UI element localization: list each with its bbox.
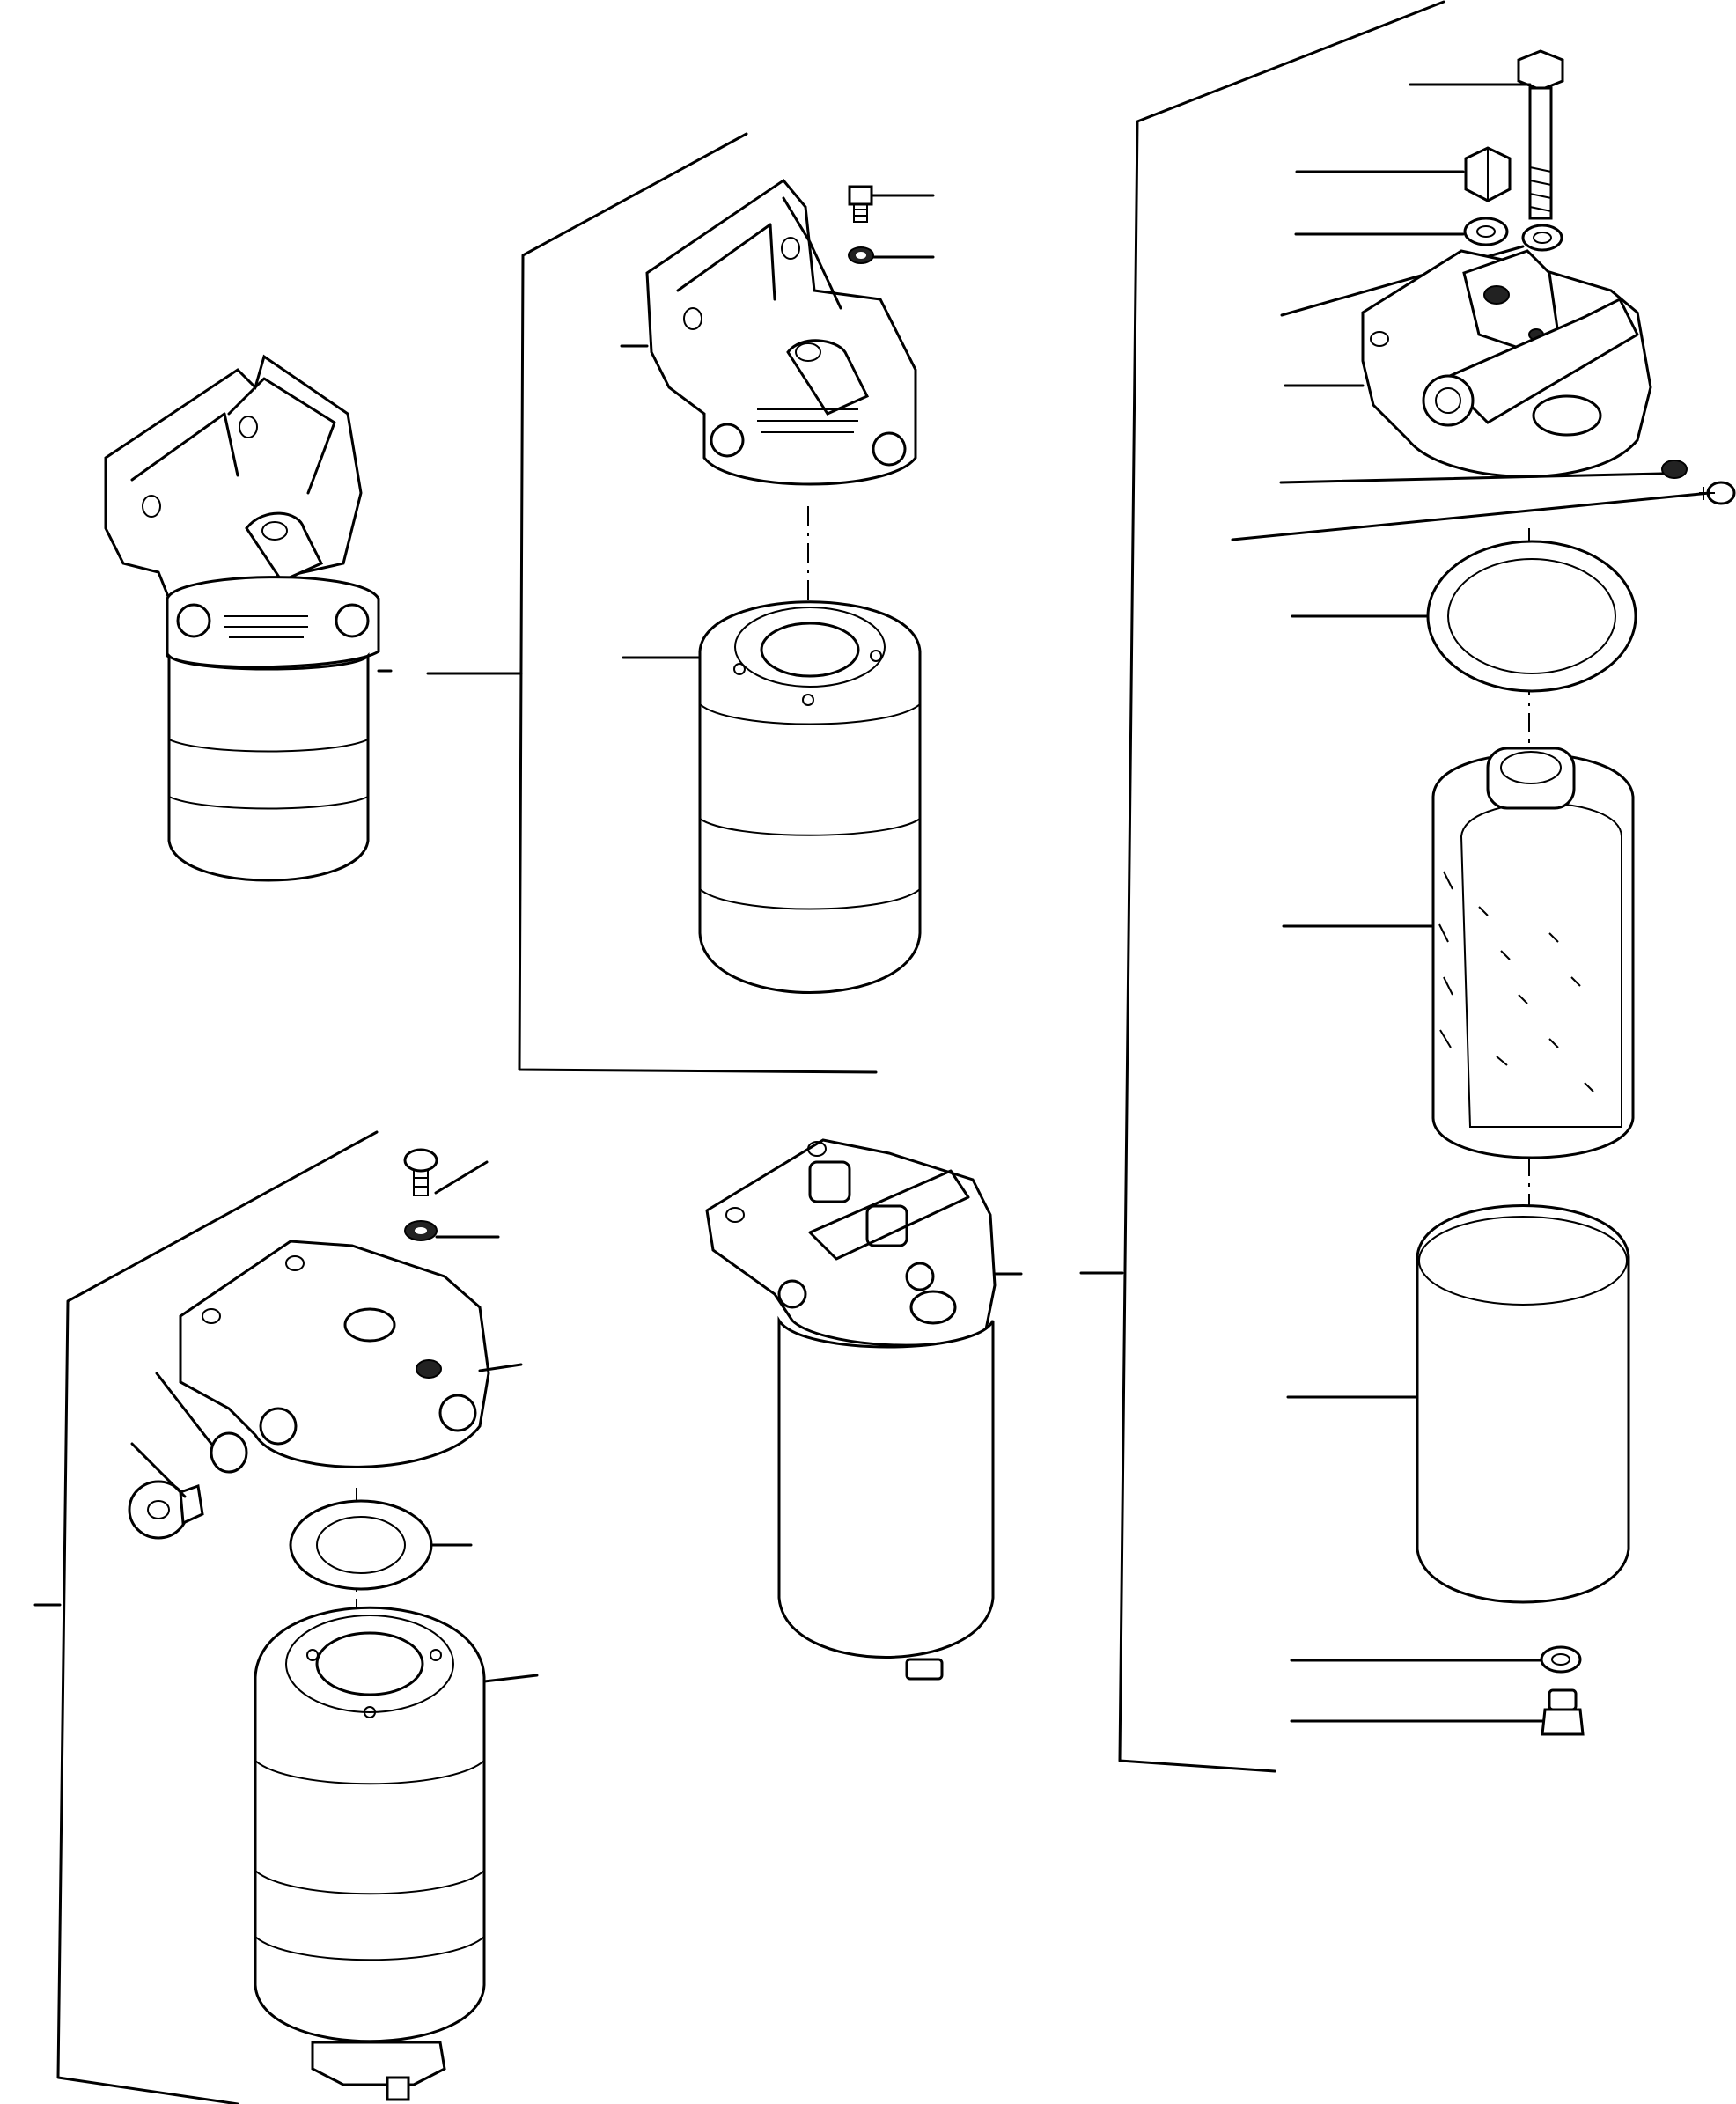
filter-canister	[698, 600, 922, 994]
assembly-right	[1231, 49, 1736, 1736]
washer	[1521, 224, 1563, 252]
bracket-bottom-left	[56, 1130, 379, 2104]
filter-bowl	[1416, 1204, 1630, 1604]
bracket-top-middle	[518, 132, 878, 1074]
hex-nut	[1464, 146, 1512, 202]
drain-plug	[1541, 1688, 1585, 1736]
washer	[1661, 460, 1688, 479]
filter-canister	[777, 1315, 995, 1659]
washer	[1463, 217, 1509, 246]
seal-ring	[289, 1499, 433, 1591]
filter-head	[179, 1240, 490, 1468]
bracket-right	[1118, 0, 1445, 1773]
filter-head	[645, 178, 917, 486]
filter-canister	[254, 1606, 486, 2043]
group-brackets	[33, 0, 1445, 2104]
mounting-bracket	[104, 354, 363, 618]
filter-element	[1431, 747, 1635, 1159]
screw	[848, 185, 873, 223]
screw	[403, 1148, 438, 1196]
seal-ring	[1426, 540, 1637, 693]
o-ring	[210, 1431, 248, 1474]
washer	[1540, 1645, 1582, 1674]
assembly-top-middle	[620, 178, 935, 994]
assembly-top-left	[104, 354, 393, 882]
assembly-bottom-left	[128, 1148, 539, 2101]
drain-plug	[128, 1480, 204, 1540]
assembly-bottom-middle	[705, 1138, 1023, 1681]
bolt	[1517, 49, 1564, 220]
filter-canister	[167, 652, 370, 882]
